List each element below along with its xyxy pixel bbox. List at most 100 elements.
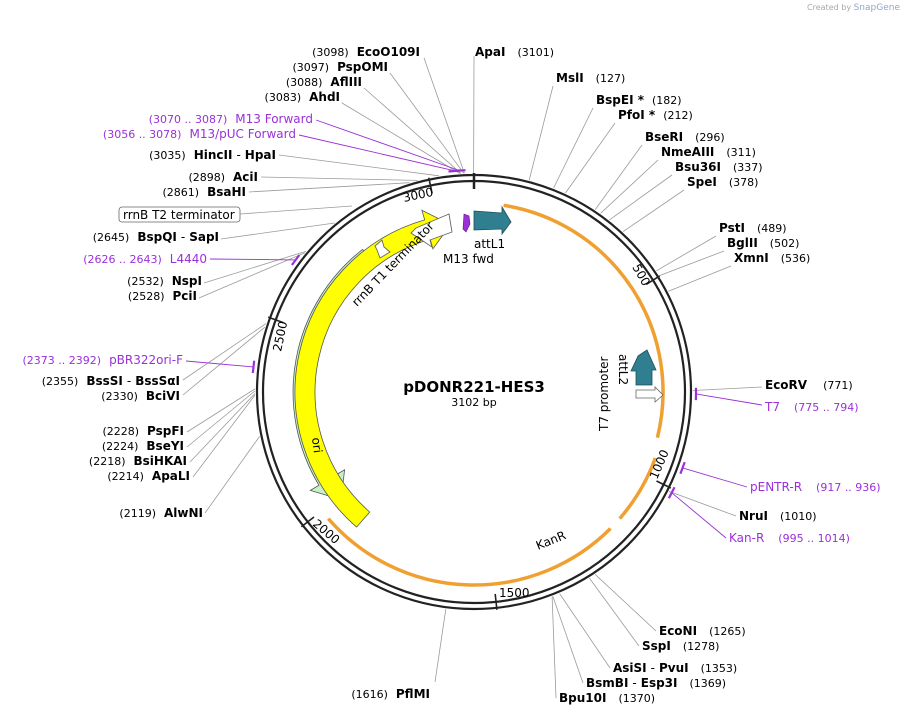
site-leader-line <box>554 108 593 188</box>
site-leader-line <box>595 574 656 631</box>
primer-pentr-r[interactable]: pENTR-R(917 .. 936) <box>750 480 881 494</box>
site-apai[interactable]: ApaI(3101) <box>475 45 554 59</box>
site-pcii[interactable]: (2528)PciI <box>128 289 197 303</box>
site-bsmbi-esp3i[interactable]: BsmBI-Esp3I(1369) <box>586 676 726 690</box>
site-leader-line <box>187 389 255 432</box>
site-leader-line <box>609 175 672 220</box>
m13-fwd-label: M13 fwd <box>443 252 494 266</box>
credit-prefix: Created by <box>807 3 851 12</box>
site-bspei[interactable]: BspEI *(182) <box>596 93 682 107</box>
tick-label-1500: 1500 <box>499 586 530 600</box>
primer-leader-line <box>672 493 726 538</box>
site-sspi[interactable]: SspI(1278) <box>642 639 719 653</box>
site-msli[interactable]: MslI(127) <box>556 71 625 85</box>
site-bsihkai[interactable]: (2218)BsiHKAI <box>89 454 187 468</box>
site-pflmi[interactable]: (1616)PflMI <box>351 687 430 701</box>
site-leader-line <box>205 436 260 513</box>
kanr-label: KanR <box>534 528 568 553</box>
plasmid-size: 3102 bp <box>451 396 496 409</box>
site-bseyi[interactable]: (2224)BseYI <box>102 439 184 453</box>
orf-arc-1[interactable] <box>504 205 663 437</box>
attl2-label: attL2 <box>616 354 630 385</box>
primer-leader-line <box>186 361 253 367</box>
m13-fwd-feature[interactable] <box>463 214 470 232</box>
site-leader-line <box>183 327 265 395</box>
site-ecorv[interactable]: EcoRV(771) <box>765 378 853 392</box>
snapgene-logo: SnapGene <box>854 3 900 13</box>
primer-m13-puc-forward[interactable]: (3056 .. 3078)M13/pUC Forward <box>103 127 296 141</box>
site-leader-line <box>668 266 731 291</box>
site-bsssi[interactable]: (2355)BssSI-BssSαI <box>42 374 180 388</box>
site-bcivi[interactable]: (2330)BciVI <box>101 389 180 403</box>
primer-mark <box>449 170 461 171</box>
site-leader-line <box>193 395 255 477</box>
primer-leader-line <box>683 468 747 487</box>
site-leader-line <box>623 190 684 232</box>
site-nspi[interactable]: (2532)NspI <box>127 274 202 288</box>
primer-pbr322ori-f[interactable]: (2373 .. 2392)pBR322ori-F <box>23 353 184 367</box>
site-xmni[interactable]: XmnI(536) <box>734 251 810 265</box>
site-bspqi-sapi[interactable]: (2645)BspQI-SapI <box>93 230 219 244</box>
site-econi[interactable]: EcoNI(1265) <box>659 624 746 638</box>
ori-feature[interactable] <box>295 210 450 527</box>
site-leader-line <box>364 88 461 173</box>
site-leader-line <box>342 103 460 174</box>
attl1-label: attL1 <box>474 237 505 251</box>
site-leader-line <box>693 387 762 391</box>
site-leader-line <box>187 391 255 447</box>
site-leader-line <box>249 183 410 192</box>
site-leader-line <box>595 145 642 210</box>
site-ahdi[interactable]: (3083)AhdI <box>265 90 340 104</box>
site-leader-line <box>190 394 255 463</box>
ori-label: ori <box>309 437 325 454</box>
primer-leader-line <box>696 394 762 405</box>
plasmid-name: pDONR221-HES3 <box>403 378 545 396</box>
site-ecoo109i[interactable]: (3098)EcoO109I <box>312 45 420 59</box>
site-afliii[interactable]: (3088)AflIII <box>286 75 362 89</box>
site-apali[interactable]: (2214)ApaLI <box>107 469 190 483</box>
site-leader-line <box>552 597 556 698</box>
site-bglii[interactable]: BglII(502) <box>727 236 799 250</box>
site-bsu36i[interactable]: Bsu36I(337) <box>675 160 763 174</box>
site-leader-line <box>435 609 446 682</box>
site-hincii-hpai[interactable]: (3035)HincII-HpaI <box>149 148 276 162</box>
attl2-feature[interactable] <box>631 350 656 385</box>
site-leader-line <box>221 223 335 239</box>
primer-leader-line <box>299 135 455 171</box>
attl1-feature[interactable] <box>474 207 511 234</box>
site-nmeaiii[interactable]: NmeAIII(311) <box>661 145 756 159</box>
site-psti[interactable]: PstI(489) <box>719 221 787 235</box>
site-pspfi[interactable]: (2228)PspFI <box>102 424 184 438</box>
site-leader-line <box>529 86 553 180</box>
t7-promoter-label: T7 promoter <box>597 356 611 432</box>
site-nrui[interactable]: NruI(1010) <box>739 509 817 523</box>
site-leader-line <box>566 123 616 193</box>
site-asisi-pvui[interactable]: AsiSI-PvuI(1353) <box>613 661 737 675</box>
primer-t7[interactable]: T7(775 .. 794) <box>764 400 859 414</box>
t7-promoter-feature[interactable] <box>636 387 663 402</box>
site-pspomi[interactable]: (3097)PspOMI <box>292 60 388 74</box>
site-leader-line <box>279 155 439 176</box>
site-leader-line <box>553 596 583 683</box>
site-pfoi[interactable]: PfoI *(212) <box>618 108 693 122</box>
tick-label-3000: 3000 <box>402 185 435 205</box>
primer-m13-forward[interactable]: (3070 .. 3087)M13 Forward <box>149 112 313 126</box>
site-bpu10i[interactable]: Bpu10I(1370) <box>559 691 655 705</box>
rrnb-t2-label: rrnB T2 terminator <box>123 208 235 222</box>
site-leader-line <box>589 578 639 646</box>
primer-l4440[interactable]: (2626 .. 2643)L4440 <box>83 252 207 266</box>
primer-mark <box>253 361 254 373</box>
site-alwni[interactable]: (2119)AlwNI <box>119 506 203 520</box>
primer-leader-line <box>210 259 296 260</box>
site-acii[interactable]: (2898)AciI <box>188 170 258 184</box>
site-bsahi[interactable]: (2861)BsaHI <box>163 185 246 199</box>
snapgene-credit: Created by SnapGene <box>807 3 900 13</box>
site-leader-line <box>560 594 610 668</box>
site-bseri[interactable]: BseRI(296) <box>645 130 725 144</box>
primer-kan-r[interactable]: Kan-R(995 .. 1014) <box>729 531 850 545</box>
site-spei[interactable]: SpeI(378) <box>687 175 758 189</box>
site-leader-line <box>669 491 736 516</box>
site-leader-line <box>204 251 306 283</box>
